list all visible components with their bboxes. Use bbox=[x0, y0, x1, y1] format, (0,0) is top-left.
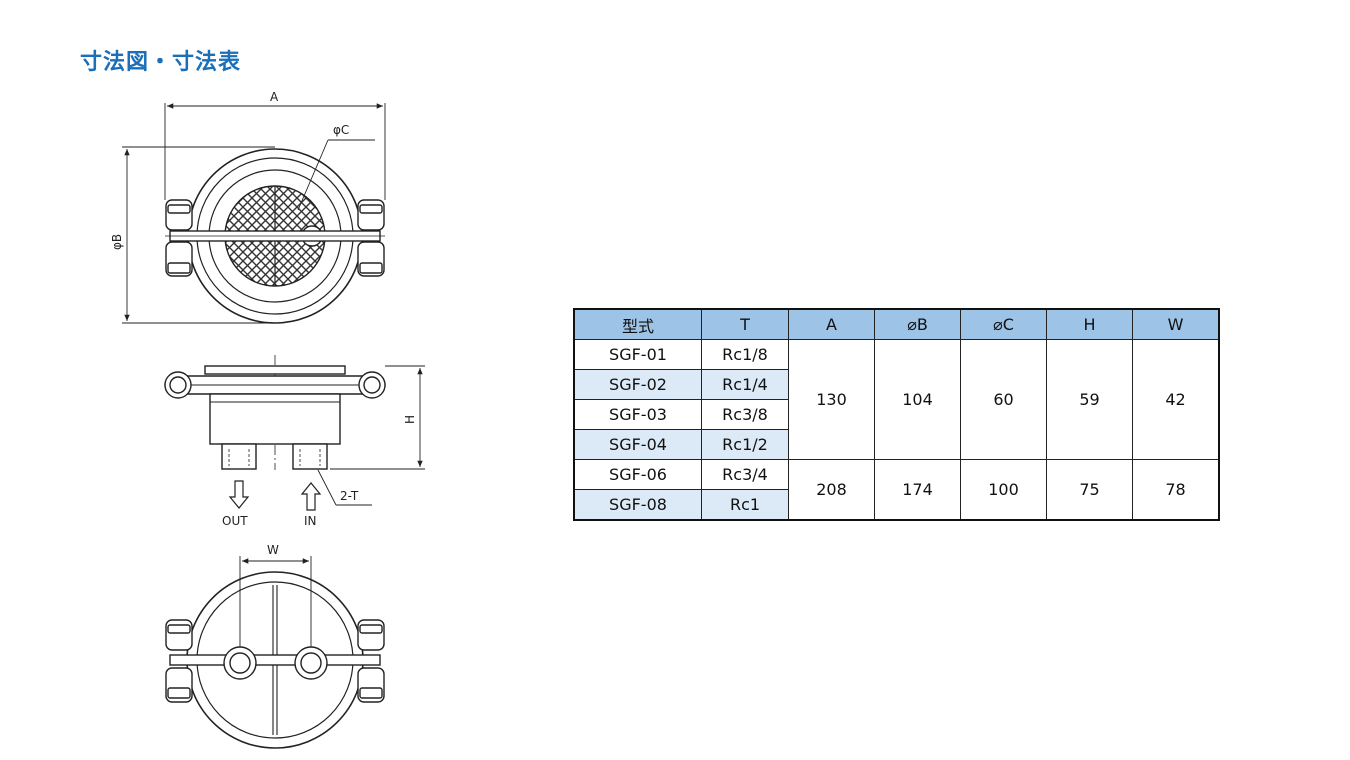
table-row: SGF-08 Rc1 bbox=[573, 489, 1219, 521]
cell-model: SGF-01 bbox=[573, 339, 702, 370]
dimension-drawing: A φC φB H 2-T OUT bbox=[110, 90, 425, 749]
header-c: ⌀C bbox=[960, 308, 1047, 340]
cell-model: SGF-02 bbox=[573, 369, 702, 400]
header-h: H bbox=[1046, 308, 1133, 340]
cell-model: SGF-04 bbox=[573, 429, 702, 460]
dim-b-label: φB bbox=[110, 234, 124, 250]
table-row: SGF-02 Rc1/4 bbox=[573, 369, 1219, 400]
cell-t: Rc3/4 bbox=[701, 459, 789, 490]
table-row: SGF-01 Rc1/8 130 104 60 59 42 bbox=[573, 339, 1220, 460]
cell-t: Rc1/2 bbox=[701, 429, 789, 460]
dim-w-label: W bbox=[267, 543, 279, 557]
cell-t: Rc1/4 bbox=[701, 369, 789, 400]
header-t: T bbox=[701, 308, 789, 340]
port-label: 2-T bbox=[340, 489, 359, 503]
in-label: IN bbox=[304, 514, 317, 528]
side-view bbox=[164, 355, 425, 511]
cell-model: SGF-06 bbox=[573, 459, 702, 490]
dimension-table: 型式 T A ⌀B ⌀C H W SGF-01 Rc1/8 130 104 60… bbox=[573, 308, 1220, 521]
cell-a: 130 bbox=[788, 339, 875, 460]
table-row: SGF-04 Rc1/2 bbox=[573, 429, 1219, 460]
dim-c-label: φC bbox=[333, 123, 349, 137]
dim-h-label: H bbox=[403, 415, 417, 424]
cell-h: 59 bbox=[1046, 339, 1133, 460]
cell-w: 78 bbox=[1132, 459, 1220, 521]
cell-t: Rc1/8 bbox=[701, 339, 789, 370]
out-label: OUT bbox=[222, 514, 248, 528]
cell-model: SGF-08 bbox=[573, 489, 702, 521]
dim-a-label: A bbox=[270, 90, 279, 104]
table-row: SGF-03 Rc3/8 bbox=[573, 399, 1219, 430]
cell-c: 100 bbox=[960, 459, 1047, 521]
table-row: SGF-06 Rc3/4 208 174 100 75 78 bbox=[573, 459, 1220, 521]
cell-b: 104 bbox=[874, 339, 961, 460]
top-view bbox=[122, 103, 386, 324]
cell-t: Rc3/8 bbox=[701, 399, 789, 430]
cell-model: SGF-03 bbox=[573, 399, 702, 430]
cell-c: 60 bbox=[960, 339, 1047, 460]
cell-w: 42 bbox=[1132, 339, 1220, 460]
cell-h: 75 bbox=[1046, 459, 1133, 521]
header-a: A bbox=[788, 308, 875, 340]
cell-b: 174 bbox=[874, 459, 961, 521]
table-header-row: 型式 T A ⌀B ⌀C H W bbox=[573, 308, 1220, 340]
page-title: 寸法図・寸法表 bbox=[80, 50, 242, 75]
bottom-view bbox=[165, 556, 385, 749]
cell-t: Rc1 bbox=[701, 489, 789, 521]
header-b: ⌀B bbox=[874, 308, 961, 340]
header-w: W bbox=[1132, 308, 1220, 340]
cell-a: 208 bbox=[788, 459, 875, 521]
header-model: 型式 bbox=[573, 308, 702, 340]
